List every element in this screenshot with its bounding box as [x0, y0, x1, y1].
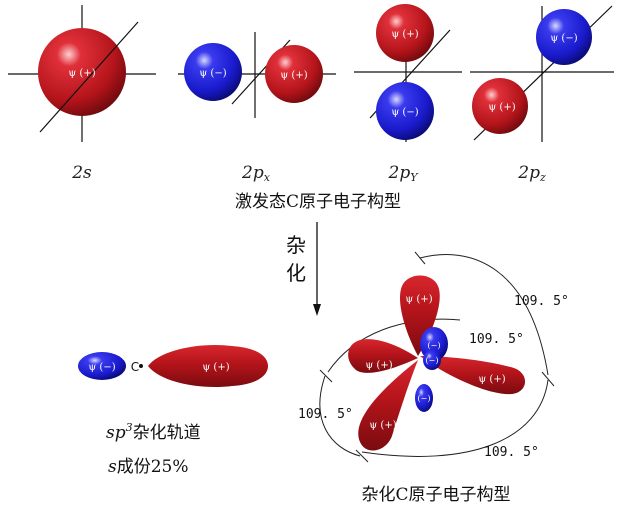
- angle-label: 109. 5°: [484, 445, 539, 460]
- hybrid-lobe-bottom: [358, 360, 418, 451]
- hybrid-label-right: ψ (+): [478, 374, 505, 385]
- angle-arc-left: [319, 375, 361, 457]
- caption-excited-state: 激发态C原子电子构型: [235, 192, 401, 212]
- angle-arc-top-right: [419, 254, 549, 376]
- hybrid-small-label: (−): [418, 394, 431, 403]
- angle-label: 109. 5°: [469, 332, 524, 347]
- py-neg-label: ψ (−): [391, 107, 418, 118]
- hybrid-carbon: ψ (+) ψ (+) ψ (+) ψ (+) (−) (−) (−) 109.…: [298, 251, 569, 505]
- caption-hybrid-state: 杂化C原子电子构型: [361, 485, 510, 505]
- hybrid-lobe-right: [420, 356, 526, 395]
- hybrid-lobe-left: [348, 339, 418, 373]
- sp3-nucleus: [139, 364, 143, 368]
- pz-pos-label: ψ (+): [488, 102, 515, 113]
- pz-neg-label: ψ (−): [550, 33, 577, 44]
- sp3-orbital: ψ (−) C ψ (+) sp3杂化轨道 s成份25%: [78, 344, 268, 477]
- hybrid-small-lobe-negative: [415, 384, 433, 412]
- sp3-orbital-name: sp3杂化轨道: [106, 421, 201, 443]
- sp3-neg-label: ψ (−): [88, 362, 115, 373]
- hybrid-lobe-top: [399, 275, 440, 356]
- axis-z: [39, 21, 139, 133]
- arc-tick: [319, 369, 333, 383]
- arc-tick: [541, 371, 555, 387]
- hybridization-char-1: 杂: [286, 233, 306, 257]
- orbital-2s: ψ (+) 2s: [8, 5, 156, 183]
- hybrid-label-bottom: ψ (+): [369, 420, 396, 431]
- label-2px: 2px: [241, 163, 271, 184]
- orbital-2pz: ψ (−) ψ (+) 2pz: [470, 5, 614, 184]
- arc-tick: [355, 449, 369, 463]
- label-2py: 2pY: [388, 163, 420, 184]
- py-lobe-negative: [376, 82, 434, 140]
- arc-tick: [414, 251, 426, 265]
- hybridization-char-2: 化: [286, 261, 306, 285]
- hybrid-label-left: ψ (+): [365, 360, 392, 371]
- carbon-atom-label: C: [131, 360, 139, 374]
- angle-label: 109. 5°: [514, 294, 569, 309]
- hybridization-arrow: 杂 化: [286, 222, 321, 316]
- s-lobe-label: ψ (+): [68, 68, 95, 79]
- arrow-head: [313, 304, 321, 316]
- px-lobe-positive: [265, 45, 323, 103]
- label-2s: 2s: [71, 163, 92, 183]
- orbital-2py: ψ (+) ψ (−) 2pY: [354, 4, 462, 184]
- py-pos-label: ψ (+): [391, 29, 418, 40]
- s-lobe-positive: [38, 28, 126, 116]
- hybrid-small-label: (−): [426, 356, 439, 365]
- pz-lobe-positive: [472, 78, 528, 134]
- angle-arc-upper-left: [327, 318, 461, 373]
- sp3-pos-label: ψ (+): [202, 362, 229, 373]
- s-character-label: s成份25%: [108, 457, 189, 477]
- py-lobe-positive: [376, 4, 434, 62]
- sp3-lobe-positive: [148, 344, 268, 388]
- angle-label: 109. 5°: [298, 407, 353, 422]
- sp3-lobe-negative: [78, 352, 126, 380]
- px-neg-label: ψ (−): [199, 68, 226, 79]
- hybrid-small-label: (−): [428, 341, 441, 350]
- px-lobe-negative: [184, 43, 242, 101]
- orbital-2px: ψ (−) ψ (+) 2px: [178, 32, 336, 184]
- label-2pz: 2pz: [517, 163, 546, 184]
- angle-arc-bottom: [361, 379, 549, 457]
- pz-lobe-negative: [536, 9, 592, 65]
- hybrid-small-lobe-negative: [423, 350, 441, 370]
- hybrid-label-top: ψ (+): [405, 294, 432, 305]
- px-pos-label: ψ (+): [280, 70, 307, 81]
